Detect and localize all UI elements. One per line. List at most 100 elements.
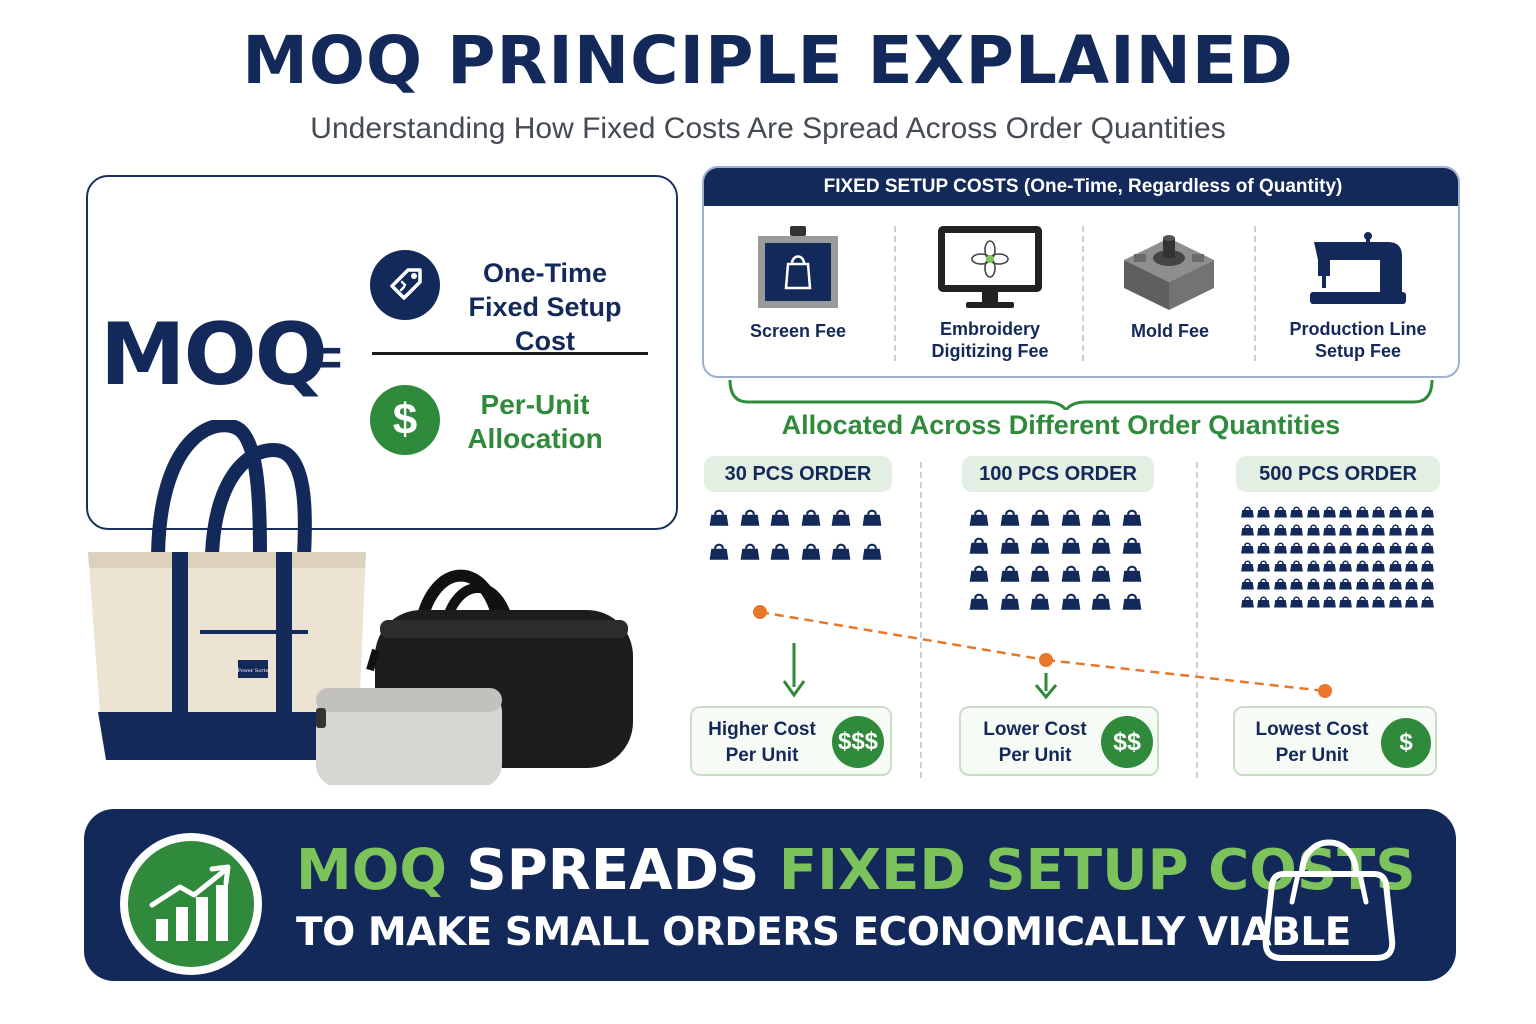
bag-icon	[1420, 522, 1436, 537]
bag-icon	[1306, 522, 1322, 537]
cost-symbol-badge: $	[1381, 718, 1431, 768]
bag-grid-500	[1240, 504, 1437, 609]
fee-label-embroidery: Embroidery Digitizing Fee	[900, 318, 1080, 362]
bag-icon	[1420, 504, 1436, 519]
bag-icon	[861, 540, 892, 562]
sewing-machine-icon	[1308, 230, 1408, 311]
bag-icon	[708, 540, 739, 562]
bag-icon	[1322, 504, 1338, 519]
bag-icon	[769, 540, 800, 562]
fee-label-line: Screen Fee	[749, 321, 847, 341]
bag-icon	[1060, 534, 1091, 556]
page-title: MOQ PRINCIPLE EXPLAINED	[242, 22, 1294, 99]
bag-icon	[1090, 562, 1121, 584]
bag-icon	[1388, 576, 1404, 591]
growth-chart-icon	[128, 841, 254, 967]
mold-icon	[1114, 230, 1224, 319]
bag-icon	[1355, 504, 1371, 519]
bag-icon	[1388, 504, 1404, 519]
formula-denominator: Per-Unit Allocation	[440, 388, 630, 456]
bag-icon	[1371, 576, 1387, 591]
bag-icon	[1322, 540, 1338, 555]
bag-icon	[1256, 540, 1272, 555]
bag-icon	[1420, 594, 1436, 609]
cost-symbol-badge: $$$	[832, 716, 884, 768]
bag-icon	[1060, 590, 1091, 612]
fee-divider	[1082, 226, 1084, 361]
formula-equals: =	[312, 329, 343, 387]
bag-icon	[1273, 558, 1289, 573]
bag-icon	[1338, 594, 1354, 609]
fee-label-line: Embroidery	[939, 319, 1041, 339]
order-label-100: 100 PCS ORDER	[962, 456, 1154, 492]
bag-icon	[830, 540, 861, 562]
bag-icon	[968, 590, 999, 612]
bag-icon	[1240, 558, 1256, 573]
bag-icon	[1029, 562, 1060, 584]
fee-divider	[894, 226, 896, 361]
bag-icon	[1121, 562, 1152, 584]
formula-numerator: One-Time Fixed Setup Cost	[440, 256, 650, 358]
fixed-costs-panel: FIXED SETUP COSTS (One-Time, Regardless …	[702, 166, 1460, 378]
allocation-brace	[728, 379, 1434, 410]
bag-icon	[861, 506, 892, 528]
bag-icon	[1338, 540, 1354, 555]
bag-icon	[739, 506, 770, 528]
price-tag-icon	[370, 250, 440, 320]
bag-icon	[999, 562, 1030, 584]
bag-icon	[1420, 576, 1436, 591]
bag-icon	[1388, 540, 1404, 555]
bag-icon	[1404, 558, 1420, 573]
bag-icon	[1355, 594, 1371, 609]
bag-icon	[1404, 576, 1420, 591]
fee-label-screen: Screen Fee	[708, 320, 888, 342]
bag-icon	[1029, 506, 1060, 528]
cost-box-lowest: Lowest Cost Per Unit $	[1233, 706, 1437, 776]
cost-label: Lowest Cost Per Unit	[1245, 717, 1379, 769]
bag-icon	[1121, 534, 1152, 556]
fee-label-mold: Mold Fee	[1080, 320, 1260, 342]
bag-icon	[1289, 558, 1305, 573]
bag-icon	[1090, 590, 1121, 612]
bag-icon	[1273, 576, 1289, 591]
bag-icon	[800, 506, 831, 528]
screen-frame-icon	[756, 224, 840, 315]
bag-icon	[1420, 558, 1436, 573]
bag-icon	[1060, 506, 1091, 528]
fee-label-line: Production Line	[1289, 319, 1427, 339]
bag-icon	[1355, 558, 1371, 573]
bag-icon	[1273, 540, 1289, 555]
dollar-icon: $	[370, 385, 440, 455]
bag-icon	[1306, 504, 1322, 519]
bag-icon	[1322, 558, 1338, 573]
monitor-flower-icon	[936, 224, 1044, 315]
bag-icon	[999, 590, 1030, 612]
bag-icon	[1404, 594, 1420, 609]
order-label-500: 500 PCS ORDER	[1236, 456, 1440, 492]
bag-icon	[1338, 558, 1354, 573]
denominator-line-1: Per-Unit	[480, 389, 590, 420]
bag-icon	[1273, 504, 1289, 519]
cost-label-line: Higher Cost	[708, 719, 816, 740]
banner-headline-spreads: SPREADS	[446, 838, 779, 903]
column-divider	[1196, 462, 1198, 778]
bag-icon	[1388, 594, 1404, 609]
bag-icon	[1090, 534, 1121, 556]
bag-icon	[1371, 540, 1387, 555]
cost-label-line: Per Unit	[725, 745, 799, 766]
bag-icon	[1289, 576, 1305, 591]
fixed-costs-header: FIXED SETUP COSTS (One-Time, Regardless …	[704, 168, 1458, 206]
product-label: Power Sorte	[237, 668, 268, 674]
bag-icon	[1371, 558, 1387, 573]
bag-icon	[1289, 504, 1305, 519]
bag-icon	[1355, 576, 1371, 591]
bag-icon	[1240, 540, 1256, 555]
bag-icon	[1240, 576, 1256, 591]
bag-icon	[1306, 558, 1322, 573]
banner-subline: TO MAKE SMALL ORDERS ECONOMICALLY VIABLE	[296, 910, 1351, 955]
cost-label-line: Lowest Cost	[1255, 719, 1369, 740]
bag-icon	[968, 562, 999, 584]
cost-label: Lower Cost Per Unit	[969, 717, 1101, 769]
bag-icon	[1371, 504, 1387, 519]
bag-icon	[1322, 594, 1338, 609]
